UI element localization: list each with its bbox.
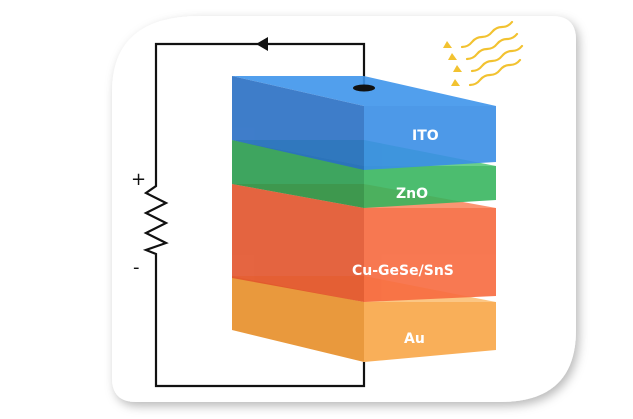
layer-label-zno: ZnO — [396, 186, 428, 202]
layer-au-left — [232, 276, 364, 362]
layer-label-cugese: Cu-GeSe/SnS — [352, 263, 454, 279]
sunlight-arrowheads — [443, 41, 462, 86]
circuit-wire-bottom — [154, 262, 366, 388]
polarity-plus-label: + — [131, 169, 146, 190]
layer-zno-front — [364, 166, 496, 208]
layer-zno-left — [232, 140, 364, 208]
layer-label-ito: ITO — [412, 128, 439, 144]
layer-ito — [232, 76, 496, 170]
layer-label-au: Au — [404, 331, 425, 347]
current-direction-arrow-icon — [256, 37, 268, 51]
sunlight-rays-icon — [460, 20, 524, 87]
polarity-minus-label: - — [133, 257, 140, 278]
resistor — [142, 176, 169, 262]
top-contact-dot — [353, 84, 375, 92]
layer-au-front — [364, 302, 496, 362]
layer-ito-left — [232, 76, 364, 170]
layer-cugese-front — [364, 208, 496, 302]
layer-cugese-left — [232, 184, 364, 302]
layer-ito-front — [364, 106, 496, 170]
